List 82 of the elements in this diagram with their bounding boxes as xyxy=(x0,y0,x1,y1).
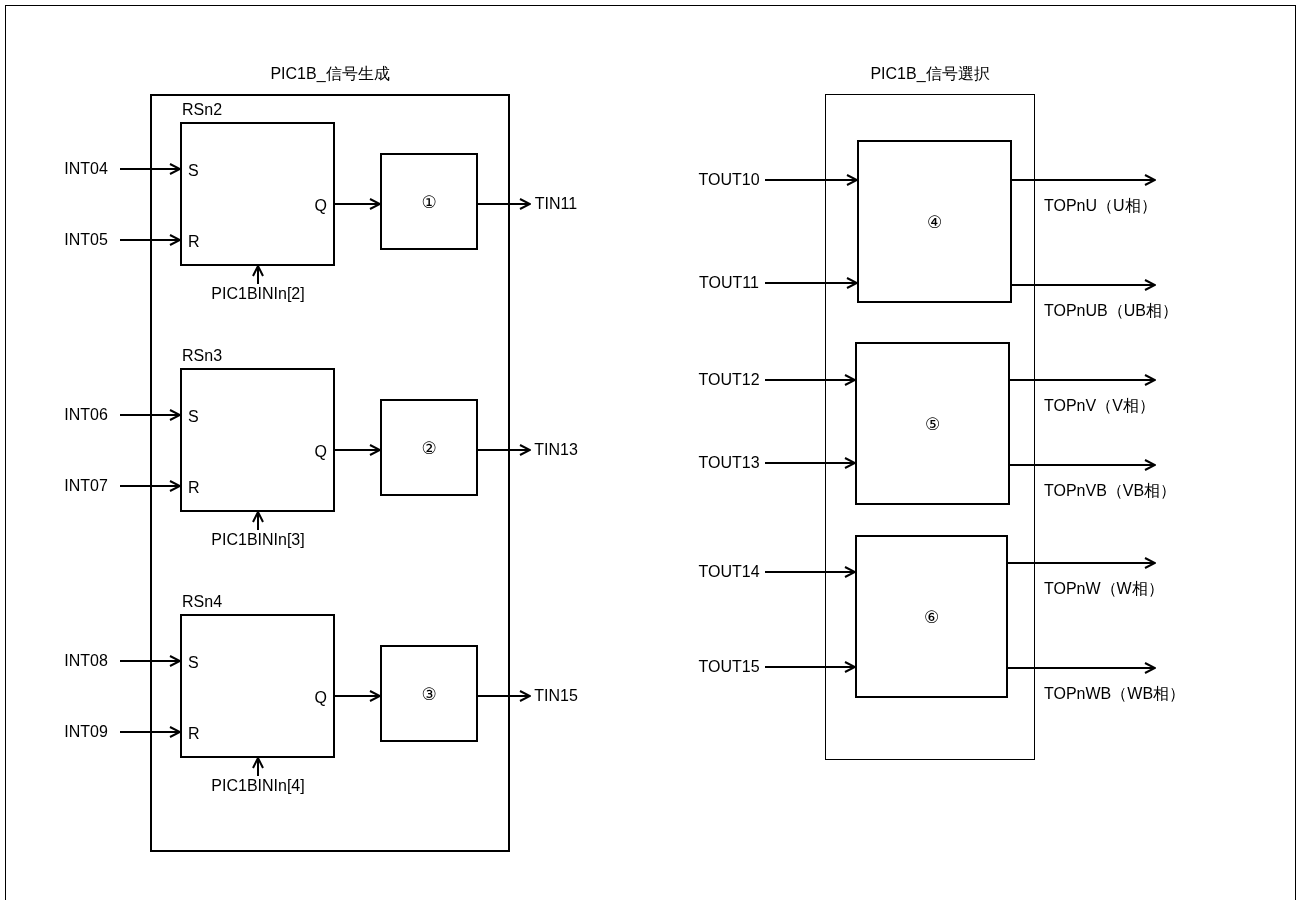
output-signal-label: TOPnV（V相） xyxy=(1044,380,1234,416)
port-label: Q xyxy=(314,689,327,706)
signal-label: INT04 xyxy=(52,159,120,179)
arrow xyxy=(1009,374,1156,386)
arrow xyxy=(119,480,181,492)
process-box xyxy=(855,535,1008,698)
process-box xyxy=(857,140,1012,303)
block-number: ① xyxy=(421,191,437,212)
block-title: PIC1B_信号選択 xyxy=(870,64,990,84)
function-block xyxy=(825,64,1035,760)
arrow xyxy=(764,174,858,186)
port-label: R xyxy=(188,479,200,496)
arrow xyxy=(764,661,856,673)
arrow xyxy=(1011,174,1156,186)
process-box xyxy=(380,153,478,250)
arrow xyxy=(1007,557,1156,569)
arrow xyxy=(334,690,381,702)
signal-label: INT07 xyxy=(52,476,120,496)
port-label: Q xyxy=(314,443,327,460)
signal-label: TOUT10 xyxy=(693,170,765,190)
signal-label: TOUT12 xyxy=(693,370,765,390)
block-number: ③ xyxy=(421,683,437,704)
signal-label: TOUT13 xyxy=(693,453,765,473)
arrow xyxy=(252,757,264,777)
block-number: ② xyxy=(421,437,437,458)
signal-label: TOUT14 xyxy=(693,562,765,582)
signal-label: TOUT11 xyxy=(693,273,765,293)
port-label: R xyxy=(188,233,200,250)
arrow xyxy=(1007,662,1156,674)
output-signal-label: TOPnU（U相） xyxy=(1044,180,1234,216)
arrow xyxy=(334,444,381,456)
arrow xyxy=(119,409,181,421)
arrow xyxy=(252,265,264,285)
port-label: S xyxy=(188,162,199,179)
output-signal-label: TOPnW（W相） xyxy=(1044,563,1234,599)
port-label: S xyxy=(188,654,199,671)
arrow xyxy=(1011,279,1156,291)
output-signal-label: TOPnUB（UB相） xyxy=(1044,285,1234,321)
arrow xyxy=(1009,459,1156,471)
signal-label: PIC1BINIn[2] xyxy=(208,284,308,304)
signal-label: TIN13 xyxy=(530,440,582,460)
signal-label: PIC1BINIn[4] xyxy=(208,776,308,796)
arrow xyxy=(334,198,381,210)
arrow xyxy=(764,277,858,289)
arrow xyxy=(477,444,531,456)
block-title: RSn2 xyxy=(182,100,223,120)
block-title: PIC1B_信号生成 xyxy=(270,64,390,84)
arrow xyxy=(764,566,856,578)
signal-label: INT06 xyxy=(52,405,120,425)
signal-label: INT05 xyxy=(52,230,120,250)
block-title: RSn4 xyxy=(182,592,223,612)
function-block xyxy=(150,64,510,852)
flip-flop-block xyxy=(180,346,335,512)
arrow xyxy=(119,726,181,738)
arrow xyxy=(764,457,856,469)
block-number: ④ xyxy=(926,211,943,232)
signal-label: TIN15 xyxy=(530,686,582,706)
flip-flop-block xyxy=(180,592,335,758)
port-label: Q xyxy=(314,197,327,214)
output-signal-label: TOPnVB（VB相） xyxy=(1044,465,1234,501)
port-label: R xyxy=(188,725,200,742)
signal-label: INT08 xyxy=(52,651,120,671)
block-number: ⑥ xyxy=(923,606,940,627)
arrow xyxy=(119,655,181,667)
arrow xyxy=(119,234,181,246)
signal-label: PIC1BINIn[3] xyxy=(208,530,308,550)
signal-label: TIN11 xyxy=(530,194,582,214)
arrow xyxy=(252,511,264,531)
arrow xyxy=(477,690,531,702)
signal-label: INT09 xyxy=(52,722,120,742)
block-title: RSn3 xyxy=(182,346,223,366)
arrow xyxy=(477,198,531,210)
output-signal-label: TOPnWB（WB相） xyxy=(1044,668,1234,704)
flip-flop-block xyxy=(180,100,335,266)
process-box xyxy=(855,342,1010,505)
port-label: S xyxy=(188,408,199,425)
arrow xyxy=(119,163,181,175)
arrow xyxy=(764,374,856,386)
block-number: ⑤ xyxy=(924,413,941,434)
process-box xyxy=(380,399,478,496)
process-box xyxy=(380,645,478,742)
signal-label: TOUT15 xyxy=(693,657,765,677)
